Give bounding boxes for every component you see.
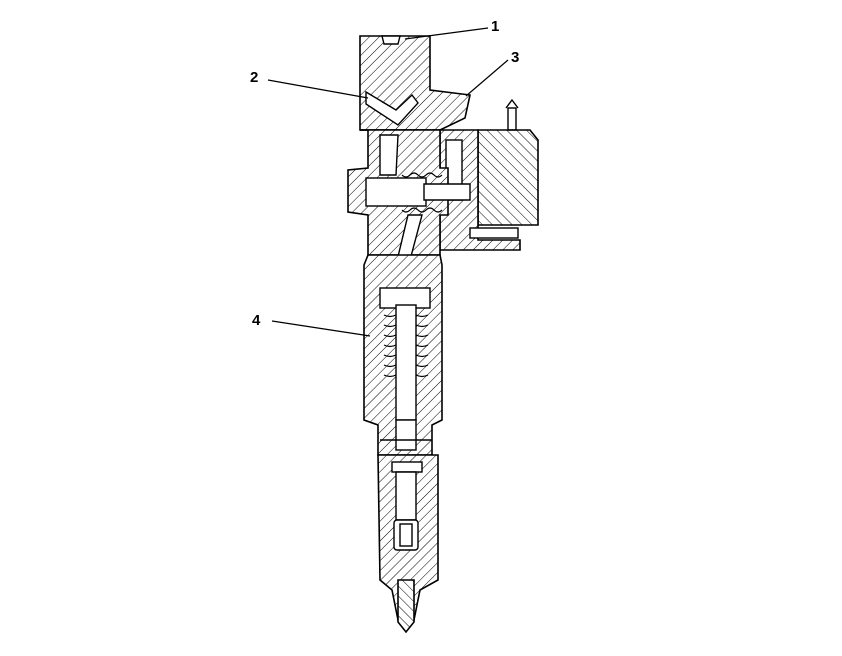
callout-2-label: 2	[250, 69, 258, 86]
callout-3-leader	[465, 59, 509, 97]
callout-1-label: 1	[491, 18, 499, 35]
callout-4-label: 4	[252, 312, 261, 329]
callout-4-leader	[271, 320, 371, 337]
nozzle-nut	[377, 454, 439, 634]
injector-mid-body	[347, 129, 471, 291]
nozzle-holder	[363, 254, 443, 456]
callout-3-label: 3	[511, 49, 519, 66]
callout-1-leader	[404, 27, 489, 40]
solenoid-housing	[439, 98, 539, 251]
callout-2-leader	[267, 79, 369, 99]
injector-head	[359, 35, 471, 131]
